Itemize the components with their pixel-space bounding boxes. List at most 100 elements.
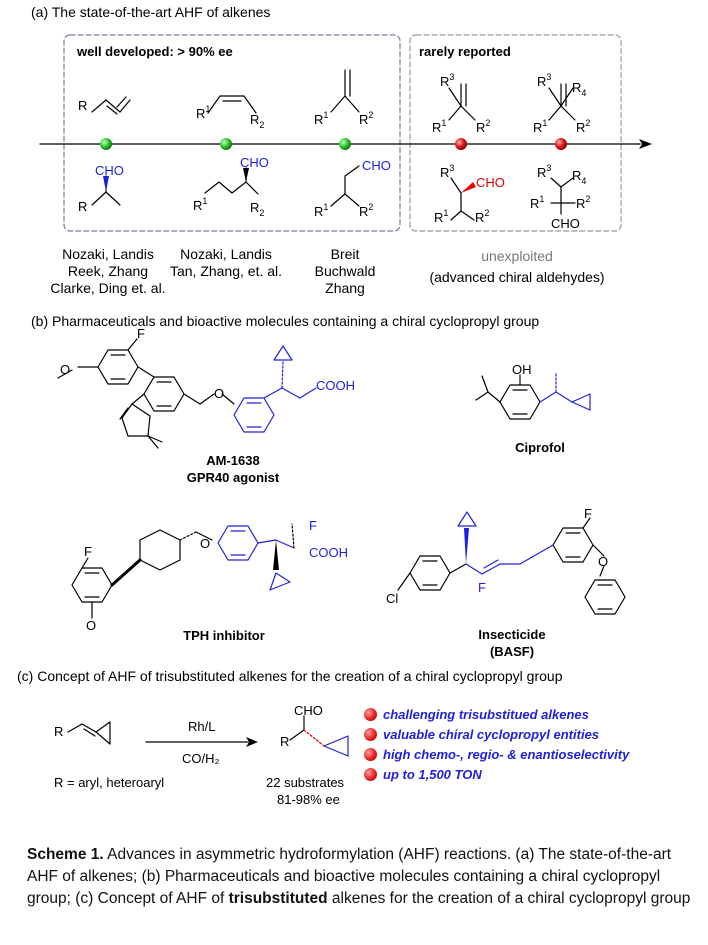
ref-line-text: Nozaki, Landis bbox=[62, 246, 154, 262]
bullet-text: high chemo-, regio- & enantioselectivity bbox=[383, 747, 630, 762]
bullet-item: valuable chiral cyclopropyl entities bbox=[364, 727, 599, 742]
atom-o: O bbox=[200, 536, 210, 551]
caption-text-end: alkenes for the creation of a chiral cyc… bbox=[327, 890, 691, 907]
wedge-bond bbox=[103, 176, 109, 192]
atom-f: F bbox=[478, 580, 486, 595]
product-disubstituted bbox=[330, 165, 360, 207]
atom-o: O bbox=[598, 554, 608, 569]
well-developed-box bbox=[63, 34, 401, 232]
tph-blue-fragment bbox=[217, 525, 295, 591]
bullet-item: high chemo-, regio- & enantioselectivity bbox=[364, 747, 629, 762]
bullet-text: up to 1,500 TON bbox=[383, 767, 482, 782]
atom-r: R bbox=[78, 199, 87, 214]
ref-line-text: Tan, Zhang, et. al. bbox=[169, 263, 283, 279]
atom-cooh: COOH bbox=[309, 545, 348, 560]
section-c-heading: (c) Concept of AHF of trisubstituted alk… bbox=[17, 668, 563, 684]
trisubstituted-alkene bbox=[448, 83, 476, 121]
atom-cho: CHO bbox=[240, 155, 269, 170]
caption-label: Scheme 1. bbox=[27, 846, 104, 863]
tph-structure bbox=[71, 529, 213, 619]
green-dot-icon bbox=[100, 138, 112, 150]
atom-r4: R4 bbox=[572, 168, 586, 186]
advanced-aldehydes-label: (advanced chiral aldehydes) bbox=[429, 269, 605, 285]
substrates-count: 22 substrates bbox=[266, 775, 345, 790]
caption-text: Advances in asymmetric hydroformylation … bbox=[27, 846, 672, 907]
red-dot-icon bbox=[364, 768, 377, 782]
insecticide-blue-fragment bbox=[457, 511, 554, 575]
atom-cho: CHO bbox=[95, 163, 124, 178]
atom-o: O bbox=[60, 362, 70, 377]
am1638-blue-fragment bbox=[233, 345, 317, 433]
product-trisubstituted bbox=[450, 177, 475, 221]
atom-r2: R2 bbox=[359, 110, 373, 127]
product-structure bbox=[323, 735, 349, 757]
atom-r2: R2 bbox=[476, 118, 490, 135]
atom-r1: R1 bbox=[434, 208, 448, 225]
atom-r1: R1 bbox=[533, 118, 547, 135]
atom-r1: R1 bbox=[193, 196, 207, 213]
section-a-heading: (a) The state-of-the-art AHF of alkenes bbox=[31, 4, 271, 20]
atom-cl: Cl bbox=[386, 591, 398, 606]
atom-f: F bbox=[584, 506, 592, 521]
insecticide-label: Insecticide (BASF) bbox=[478, 626, 545, 660]
ciprofol-blue-fragment bbox=[539, 391, 591, 411]
red-dot-icon bbox=[364, 748, 377, 762]
insecticide-name: Insecticide bbox=[478, 627, 546, 642]
atom-cho: CHO bbox=[362, 158, 391, 173]
section-b-heading: (b) Pharmaceuticals and bioactive molecu… bbox=[31, 313, 540, 329]
well-developed-label: well developed: > 90% ee bbox=[77, 44, 233, 59]
atom-o: O bbox=[214, 386, 224, 401]
atom-r2: R2 bbox=[576, 194, 590, 211]
atom-r: R bbox=[280, 734, 289, 749]
atom-r1: R1 bbox=[314, 110, 328, 127]
ee-range: 81-98% ee bbox=[277, 792, 340, 807]
atom-cho: CHO bbox=[294, 703, 323, 718]
atom-r1: R1 bbox=[314, 202, 328, 219]
wedge-bond bbox=[273, 540, 279, 570]
red-dot-icon bbox=[555, 138, 567, 150]
am1638-name: AM-1638 bbox=[206, 453, 260, 468]
rarely-reported-box bbox=[409, 34, 622, 232]
atom-r3: R3 bbox=[537, 163, 551, 180]
atom-f: F bbox=[84, 544, 92, 559]
am1638-structure bbox=[57, 338, 235, 449]
wedge-bond bbox=[243, 168, 249, 182]
bullet-text: challenging trisubstitued alkenes bbox=[383, 707, 589, 722]
basf-name: (BASF) bbox=[489, 644, 535, 659]
atom-f: F bbox=[137, 326, 145, 341]
reagent-rh-l: Rh/L bbox=[188, 719, 216, 734]
product-internal bbox=[204, 167, 259, 195]
rarely-reported-label: rarely reported bbox=[419, 44, 511, 59]
ref-line-text: Buchwald bbox=[314, 263, 376, 279]
unexploited-label: unexploited bbox=[481, 248, 553, 264]
red-dot-icon bbox=[455, 138, 467, 150]
hash-bond bbox=[303, 729, 325, 747]
ref-line-text: Reek, Zhang bbox=[67, 263, 149, 279]
atom-r2: R2 bbox=[576, 118, 590, 135]
red-dot-icon bbox=[364, 708, 377, 722]
green-dot-icon bbox=[220, 138, 232, 150]
atom-r3: R3 bbox=[440, 72, 454, 89]
caption-emphasis: trisubstituted bbox=[228, 890, 328, 907]
gpr40-name: GPR40 agonist bbox=[186, 470, 280, 485]
bullet-item: up to 1,500 TON bbox=[364, 767, 482, 782]
atom-r3: R3 bbox=[440, 163, 454, 180]
red-dot-icon bbox=[364, 728, 377, 742]
disubstituted-alkene bbox=[330, 69, 360, 113]
atom-r1: R1 bbox=[530, 194, 544, 211]
tph-label: TPH inhibitor bbox=[183, 628, 265, 643]
atom-r4: R4 bbox=[572, 80, 586, 98]
atom-cho: CHO bbox=[551, 216, 580, 231]
am1638-label: AM-1638 GPR40 agonist bbox=[187, 452, 279, 486]
ciprofol-structure bbox=[475, 374, 541, 420]
reagent-co-h2: CO/H₂ bbox=[182, 751, 220, 766]
insecticide-structure bbox=[397, 517, 626, 615]
atom-oh: OH bbox=[512, 362, 532, 377]
atom-cooh: COOH bbox=[316, 378, 355, 393]
